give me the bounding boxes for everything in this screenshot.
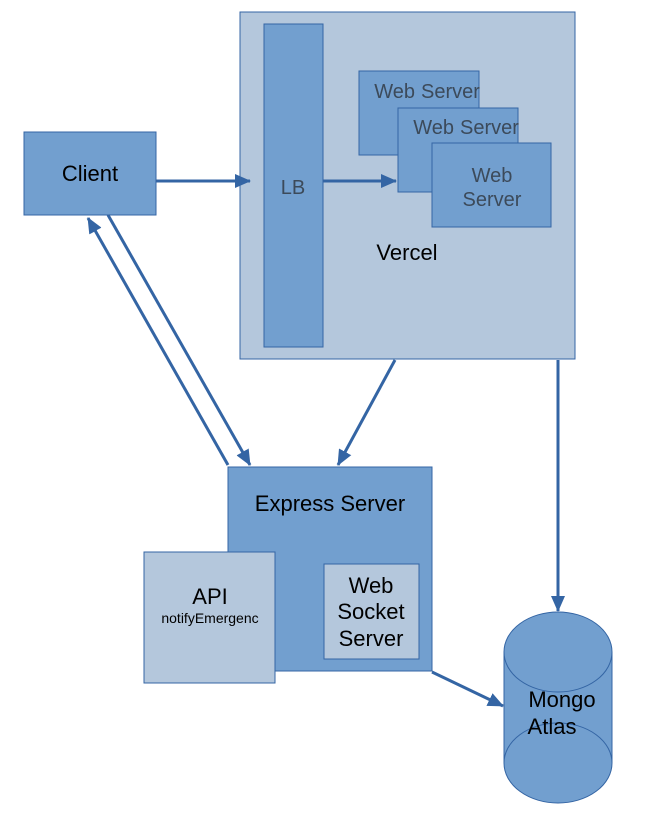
vercel-label: Vercel [376,240,437,265]
edge-express-to-mongo [431,670,504,708]
edge-express-to-client [86,217,230,466]
web-server-label: Server [463,189,522,211]
client-label: Client [62,161,118,186]
load-balancer: LB [263,23,324,348]
express-label: Express Server [255,491,405,516]
web-server-label: Web [374,81,415,103]
mongo-label: Mongo [528,687,595,712]
mongo-atlas-node: Mongo Atlas [503,611,613,804]
websocket-label: Server [339,626,404,651]
edge-client-to-express [106,214,252,466]
websocket-label: Socket [337,599,404,624]
web-server-label: Server [421,81,480,103]
web-server-label: Server [460,117,519,139]
edge-vercel-to-express [336,359,397,466]
api-node: API notifyEmergenc [143,551,276,684]
web-server-3: Web Server [431,142,552,228]
mongo-label: Atlas [528,714,577,739]
websocket-label: Web [349,573,394,598]
api-label: API [192,584,227,609]
websocket-server-node: Web Socket Server [323,563,420,660]
client-node: Client [23,131,157,216]
api-endpoint-label: notifyEmergenc [161,610,258,626]
web-server-label: Web [413,117,454,139]
web-server-label: Web [472,165,513,187]
lb-label: LB [281,177,305,199]
